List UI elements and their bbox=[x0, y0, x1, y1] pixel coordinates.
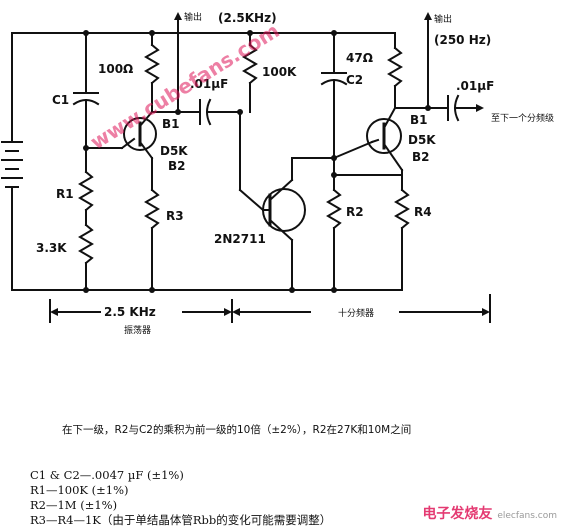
parts-list: C1 & C2—.0047 µF (±1%) R1—100K (±1%) R2—… bbox=[30, 468, 331, 528]
divider-label: 十分频器 bbox=[338, 307, 374, 319]
resistor-100k-label: 100K bbox=[262, 65, 297, 79]
freq-label-a: (2.5KHz) bbox=[218, 11, 277, 25]
parts-list-item: R1—100K (±1%) bbox=[30, 483, 129, 497]
ujt-a-type-label: D5K bbox=[160, 144, 188, 158]
capacitor-01b-label: .01µF bbox=[456, 79, 494, 93]
resistor-r2-label: R2 bbox=[346, 205, 364, 219]
design-note: 在下一级，R2与C2的乘积为前一级的10倍（±2%），R2在27K和10M之间 bbox=[62, 424, 412, 436]
to-next-stage-label: 至下一个分频级 bbox=[491, 112, 554, 124]
output-label-b: 输出 bbox=[434, 13, 452, 25]
resistor-r4-label: R4 bbox=[414, 205, 432, 219]
output-label-a: 输出 bbox=[184, 11, 202, 23]
resistor-100ohm-label: 100Ω bbox=[98, 62, 133, 76]
parts-list-item: C1 & C2—.0047 µF (±1%) bbox=[30, 468, 184, 482]
resistor-3k3-label: 3.3K bbox=[36, 241, 67, 255]
ujt-a-b2-label: B2 bbox=[168, 159, 186, 173]
ujt-b-type-label: D5K bbox=[408, 133, 436, 147]
transistor-2n2711-label: 2N2711 bbox=[214, 232, 266, 246]
capacitor-c1-label: C1 bbox=[52, 93, 69, 107]
parts-list-item: R3—R4—1K（由于单结晶体管Rbb的变化可能需要调整） bbox=[30, 513, 332, 527]
oscillator-label: 振荡器 bbox=[124, 324, 151, 336]
parts-list-item: R2—1M (±1%) bbox=[30, 498, 118, 512]
ujt-b-b1-label: B1 bbox=[410, 113, 428, 127]
capacitor-01a-label: .01µF bbox=[190, 77, 228, 91]
resistor-r1-label: R1 bbox=[56, 187, 74, 201]
capacitor-c2-label: C2 bbox=[346, 73, 363, 87]
brand-sub: elecfans.com bbox=[497, 511, 557, 521]
resistor-r3-label: R3 bbox=[166, 209, 184, 223]
ujt-b-b2-label: B2 bbox=[412, 150, 430, 164]
span-freq-label: 2.5 KHz bbox=[104, 305, 156, 319]
circuit-schematic: 输出 (2.5KHz) 输出 (250 Hz) 100Ω 47Ω C1 .01µ… bbox=[1, 11, 554, 336]
freq-label-b: (250 Hz) bbox=[434, 33, 491, 47]
brand-main: 电子发烧友 bbox=[422, 506, 493, 522]
ujt-a-b1-label: B1 bbox=[162, 117, 180, 131]
watermark: www.cubefans.com bbox=[86, 18, 284, 154]
brand-logo: 电子发烧友 elecfans.com bbox=[422, 503, 557, 523]
resistor-47ohm-label: 47Ω bbox=[346, 51, 373, 65]
